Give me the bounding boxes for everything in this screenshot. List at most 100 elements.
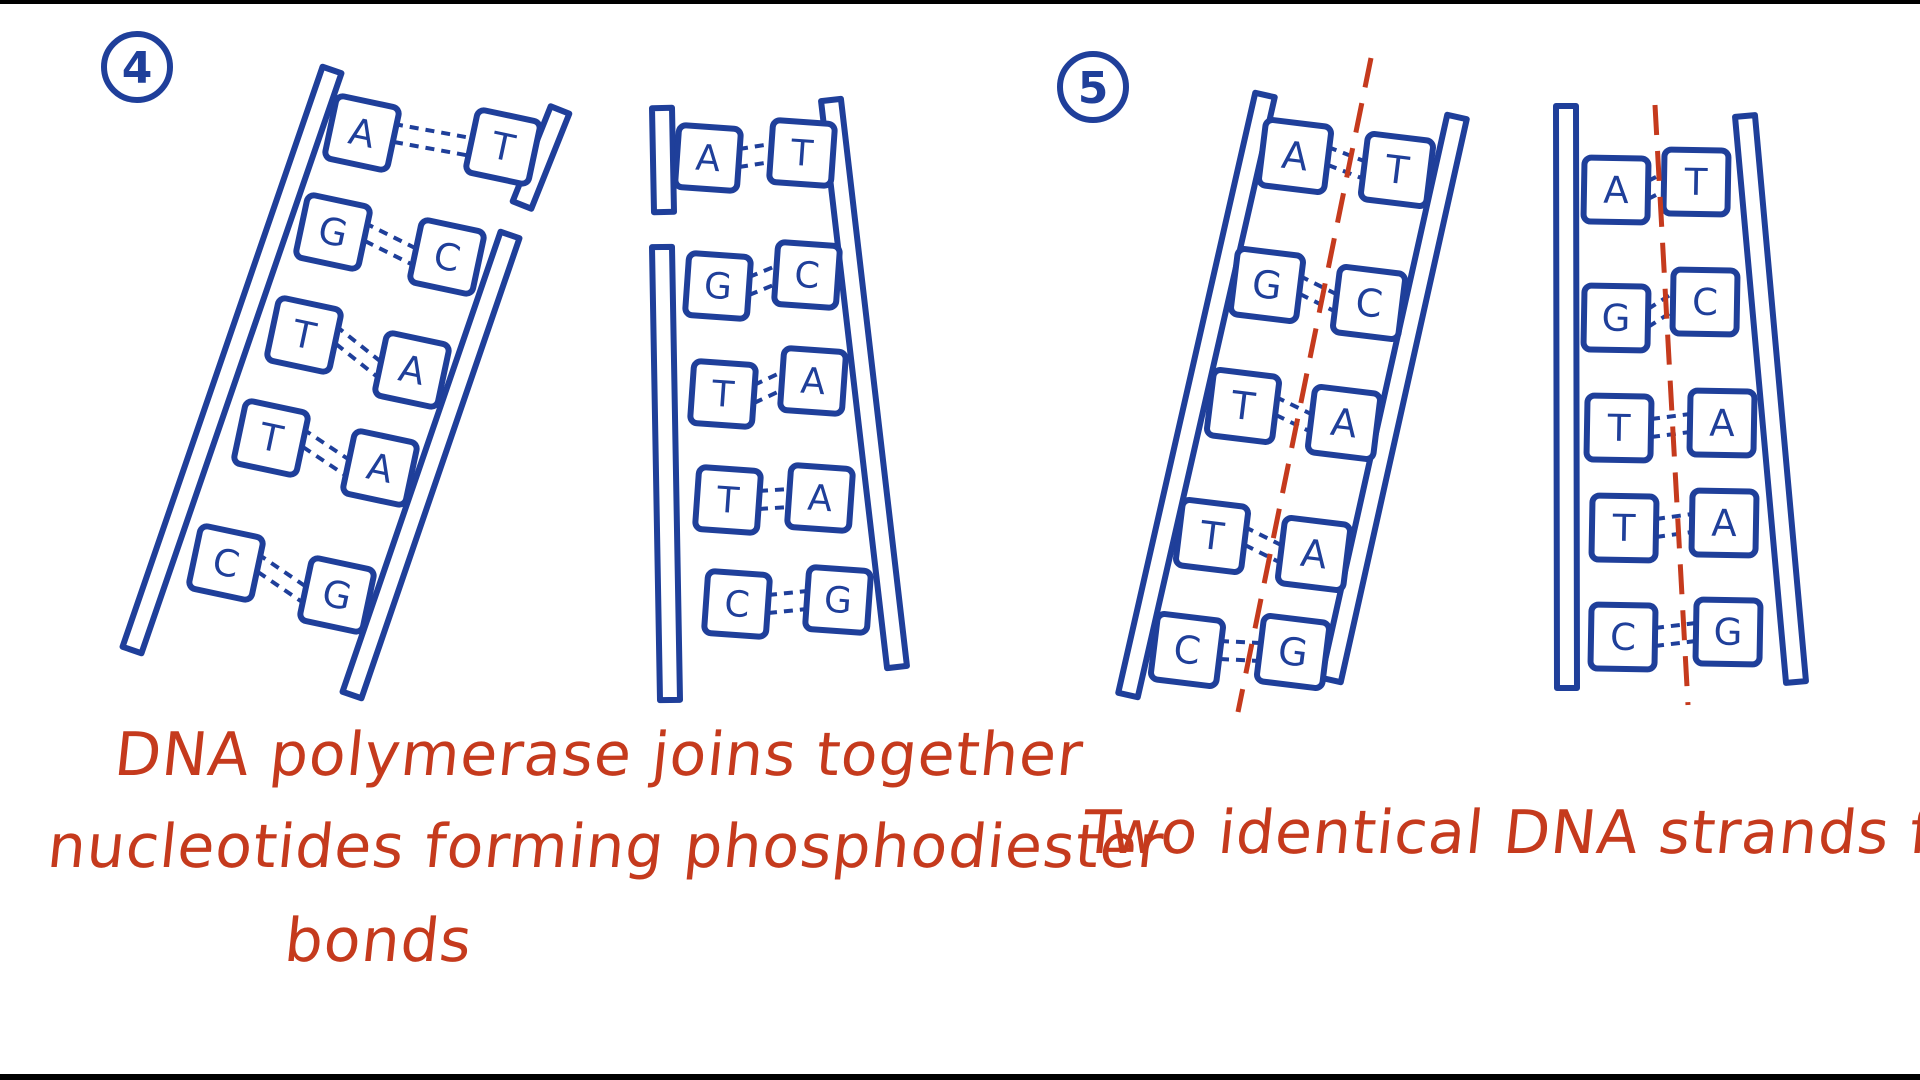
nucleotide-right: C [407,217,487,297]
hydrogen-bond [1646,309,1675,329]
nucleotide-box [1204,367,1282,445]
hydrogen-bond [738,160,772,169]
step-4-caption-line-1: DNA polymerase joins together [111,720,1087,790]
nucleotide-right: G [802,564,874,636]
hydrogen-bond [767,607,808,615]
base-letter: G [1713,611,1743,654]
hydrogen-bond [1646,291,1675,311]
hydrogen-bond [1654,639,1697,648]
hydrogen-bond [1244,543,1282,565]
nucleotide-right: A [1305,384,1383,462]
nucleotide-box [293,192,373,272]
hydrogen-bond [748,282,777,297]
nucleotide-left: C [1587,601,1659,673]
nucleotide-box [1256,117,1334,195]
step-4-caption-line-3: bonds [281,906,476,976]
nucleotide-box [1587,601,1659,673]
nucleotide-right: T [1660,146,1732,218]
nucleotide-box [1688,487,1760,559]
nucleotide-right: T [463,107,543,187]
nucleotide-right: C [771,239,843,311]
nucleotide-right: G [297,555,377,635]
hydrogen-bond [1299,274,1337,296]
hydrogen-bond [256,570,307,606]
hydrogen-bond [393,122,472,140]
hydrogen-bond [738,142,772,151]
nucleotide-right: G [1692,596,1764,668]
base-letter: T [1683,161,1708,204]
nucleotide-left: T [687,358,759,430]
step-5-number: 5 [1078,63,1109,114]
nucleotide-box [1330,264,1408,342]
strand-separation-line-right [1652,104,1691,706]
nucleotide-box [1173,497,1251,575]
nucleotide-box [372,330,452,410]
backbone-rail-right [1732,112,1809,686]
nucleotide-box [1228,246,1306,324]
base-letter: C [1610,616,1637,659]
nucleotide-box [1580,282,1652,354]
hydrogen-bond [753,388,783,405]
nucleotide-right: A [340,428,420,508]
nucleotide-left: C [701,568,773,640]
nucleotide-right: A [1275,515,1353,593]
nucleotide-box [692,464,764,536]
base-letter: C [1692,281,1719,324]
top-frame-bar [0,0,1920,4]
hydrogen-bond [1219,657,1261,663]
nucleotide-right: A [372,330,452,410]
nucleotide-left: T [1204,367,1282,445]
nucleotide-box [771,239,843,311]
nucleotide-right: C [1330,264,1408,342]
nucleotide-box [802,564,874,636]
step-4-badge: 4 [101,31,173,103]
hydrogen-bond [334,342,382,381]
backbone-rail-right [818,95,910,672]
nucleotide-box [340,428,420,508]
nucleotide-box [701,568,773,640]
hydrogen-bond [1327,145,1365,163]
hydrogen-bond [1650,412,1691,421]
nucleotide-right: C [1669,266,1741,338]
backbone-rail-left [119,63,345,657]
base-letter: A [1328,400,1359,448]
nucleotide-box [1660,146,1732,218]
base-letter: G [1601,297,1631,340]
hydrogen-bond [1655,530,1693,539]
nucleotide-left: T [692,464,764,536]
hydrogen-bond [1650,430,1691,439]
base-letter: C [723,584,751,627]
nucleotide-right: T [766,117,838,189]
base-letter: T [789,133,816,176]
backbone-rail-left [1553,102,1580,692]
base-letter: G [1275,629,1310,677]
base-letter: A [1279,133,1310,181]
hydrogen-bond [1219,639,1261,645]
nucleotide-box [264,295,344,375]
hydrogen-bond [393,140,472,158]
hydrogen-bond [753,370,783,387]
nucleotide-right: T [1358,131,1436,209]
nucleotide-right: A [1688,487,1760,559]
nucleotide-left: C [186,523,266,603]
nucleotide-box [1148,611,1226,689]
base-letter: T [1611,507,1636,550]
base-letter: G [703,265,734,308]
hydrogen-bond [301,445,350,479]
nucleotide-left: G [1228,246,1306,324]
nucleotide-box [297,555,377,635]
backbone-rail-left [649,104,677,216]
nucleotide-box [1305,384,1383,462]
bottom-frame-bar [0,1074,1920,1080]
base-letter: A [1711,502,1738,545]
nucleotide-box [1583,392,1655,464]
base-letter: C [1171,627,1203,675]
base-letter: T [710,374,737,417]
nucleotide-box [1254,613,1332,691]
nucleotide-left: T [1583,392,1655,464]
base-letter: C [1353,280,1385,328]
nucleotide-left: A [672,122,744,194]
hydrogen-bond [1655,512,1693,521]
